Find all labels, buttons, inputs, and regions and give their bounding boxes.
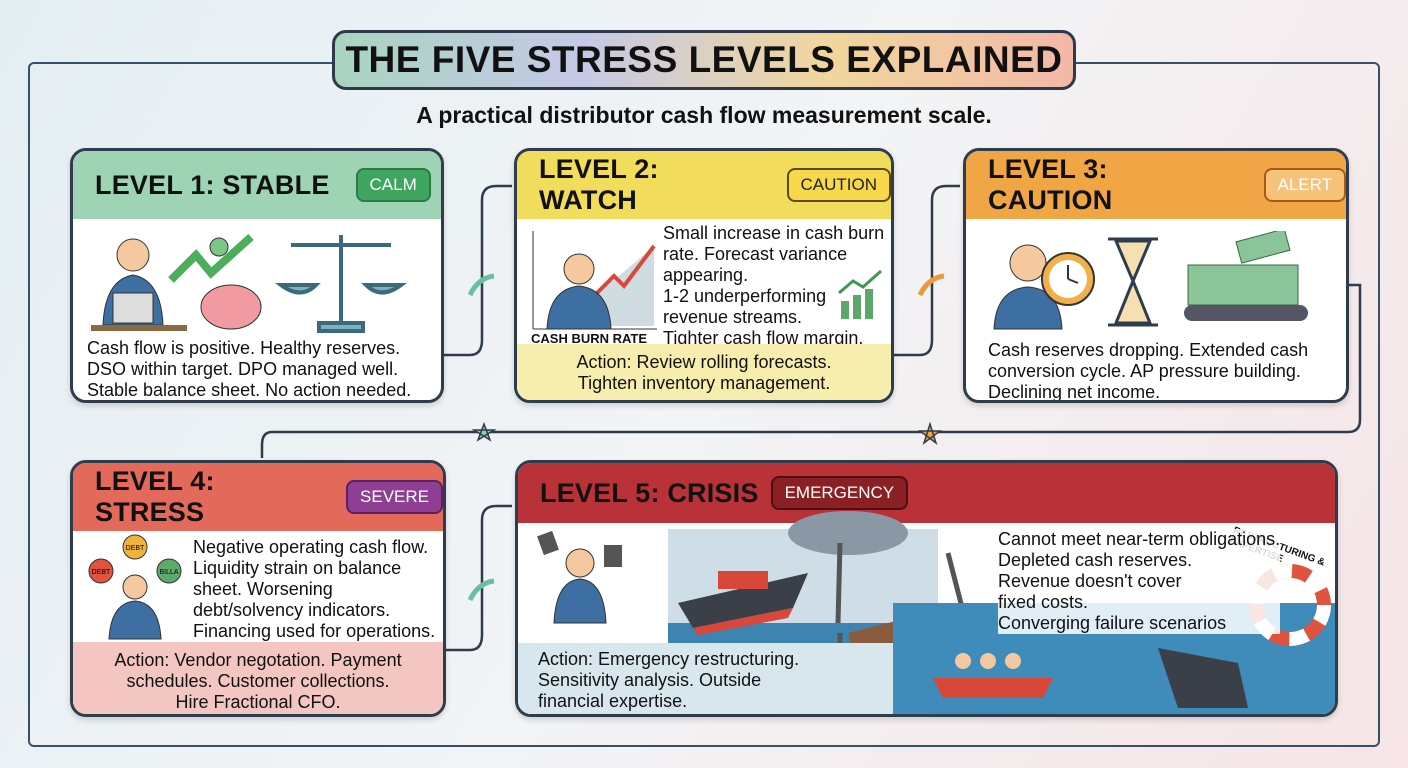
- cash-burn-rate-label: CASH BURN RATE: [531, 331, 648, 346]
- level-5-card: LEVEL 5: CRISIS EMERGENCY RESTRUCTURING …: [515, 460, 1338, 717]
- level-5-badge: EMERGENCY: [770, 476, 909, 510]
- level-5-action: Action: Emergency restructuring.Sensitiv…: [518, 643, 893, 714]
- level-4-header: LEVEL 4: STRESS SEVERE: [73, 463, 443, 531]
- level-4-title: LEVEL 4: STRESS: [95, 466, 215, 527]
- piggy-bank-icon: [200, 284, 262, 330]
- balance-scale-icon: [274, 235, 408, 333]
- level-3-card: LEVEL 3: CAUTION ALERT Cash reserves dro…: [963, 148, 1349, 403]
- level-4-badge: SEVERE: [346, 480, 443, 514]
- level-2-badge: CAUTION: [786, 168, 891, 202]
- cash-burn-chart-illustration: [532, 231, 657, 330]
- businessman-laptop-icon: [91, 238, 187, 331]
- sinking-cargo-ship-icon: [678, 571, 808, 635]
- stressed-businessman-icon: [537, 530, 622, 624]
- level-1-title: LEVEL 1: STABLE: [95, 169, 330, 200]
- juggling-debts-illustration: DEBT DEBT BILLA: [88, 534, 182, 640]
- svg-text:BILLA: BILLA: [159, 569, 178, 576]
- stopwatch-icon: [1041, 252, 1095, 306]
- level-3-illustration: [993, 231, 1308, 330]
- money-conveyor-icon: [1184, 231, 1308, 321]
- level-4-description: Negative operating cash flow.Liquidity s…: [193, 537, 436, 641]
- level-1-badge: CALM: [355, 168, 431, 202]
- level-1-header: LEVEL 1: STABLE CALM: [73, 151, 441, 219]
- worried-businessman-icon: [993, 244, 1063, 330]
- level-1-description: Cash flow is positive. Healthy reserves.…: [87, 338, 412, 400]
- hourglass-icon: [1108, 237, 1158, 327]
- page-subtitle: A practical distributor cash flow measur…: [416, 102, 992, 128]
- svg-text:DEBT: DEBT: [126, 545, 145, 552]
- broken-ship-icon: [1158, 648, 1248, 708]
- level-4-card: LEVEL 4: STRESS SEVERE DEBT DEBT BILLA N…: [70, 460, 446, 717]
- svg-text:DEBT: DEBT: [92, 569, 111, 576]
- level-2-action: Action: Review rolling forecasts.Tighten…: [517, 344, 891, 400]
- level-3-badge: ALERT: [1263, 168, 1346, 202]
- level-1-card: LEVEL 1: STABLE CALM Cash flow is positi…: [70, 148, 444, 403]
- page-title: THE FIVE STRESS LEVELS EXPLAINED: [332, 30, 1076, 90]
- level-5-header: LEVEL 5: CRISIS EMERGENCY: [518, 463, 1335, 523]
- level-5-description: Cannot meet near-term obligations.Deplet…: [998, 529, 1281, 634]
- level-2-title: LEVEL 2: WATCH: [539, 154, 659, 215]
- lifeboat-icon: [933, 653, 1053, 698]
- level-3-header: LEVEL 3: CAUTION ALERT: [966, 151, 1346, 219]
- level-2-card: LEVEL 2: WATCH CAUTION CASH BURN RATE Sm…: [514, 148, 894, 403]
- level-1-illustration: [91, 234, 408, 333]
- level-2-header: LEVEL 2: WATCH CAUTION: [517, 151, 891, 219]
- level-5-title: LEVEL 5: CRISIS: [540, 477, 759, 508]
- growth-arrow-icon: [168, 234, 254, 283]
- bar-chart-icon: [838, 269, 882, 319]
- level-3-title: LEVEL 3: CAUTION: [988, 154, 1113, 215]
